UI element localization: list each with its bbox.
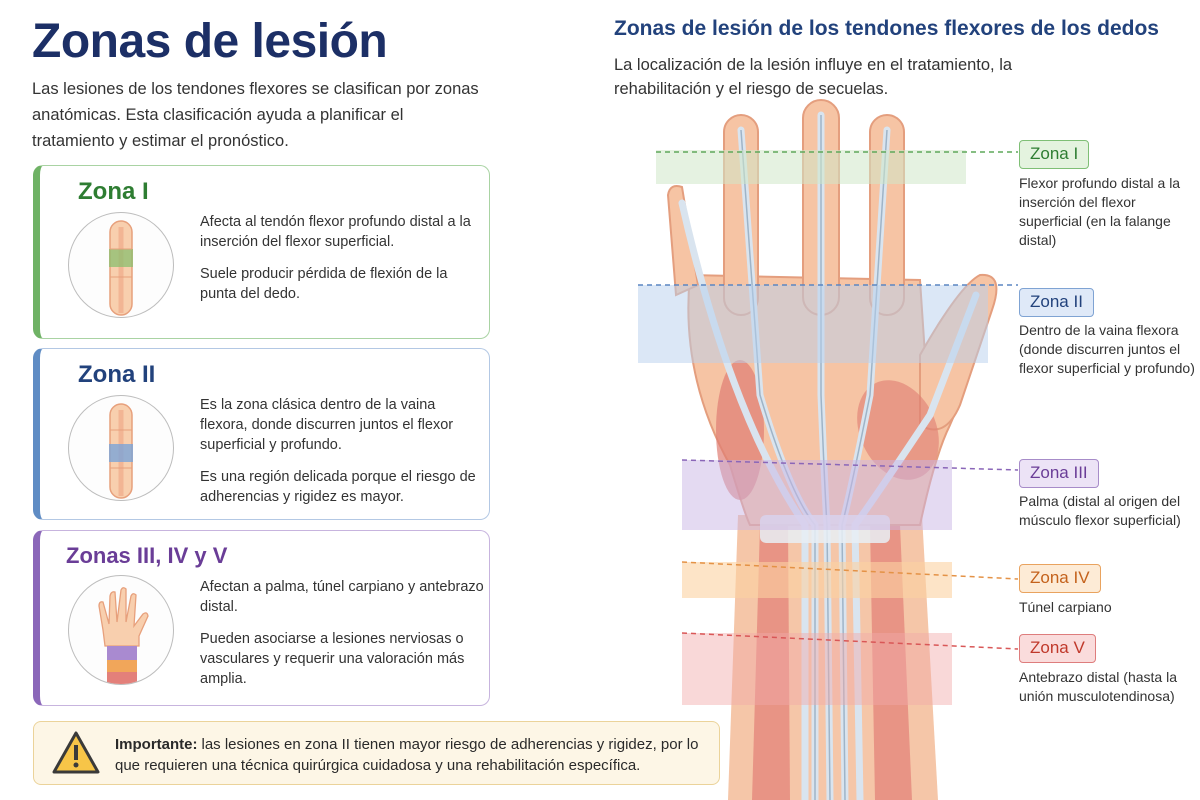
zone-desc-1: Flexor profundo distal a la inserción de… <box>1019 175 1181 248</box>
zone-card-title: Zona II <box>78 361 156 388</box>
zone-desc-4: Túnel carpiano <box>1019 599 1112 615</box>
zone-badge-2: Zona II <box>1019 288 1094 317</box>
hand-anatomy-illustration <box>638 99 1019 800</box>
zone-card-text: Es la zona clásica dentro de la vaina fl… <box>200 397 454 453</box>
warning-icon <box>52 731 100 774</box>
hand-zones-illustration <box>68 575 174 685</box>
zone-card-2: Zona II Es la zona clásica dentro de la … <box>33 348 490 520</box>
diagram-subtitle: La localización de la lesión influye en … <box>614 56 1013 98</box>
finger-zone1-illustration <box>68 212 174 318</box>
finger-zone2-illustration <box>68 395 174 501</box>
zone-desc-3: Palma (distal al origen del músculo flex… <box>1019 493 1181 528</box>
zone-card-text: Suele producir pérdida de flexión de la … <box>200 266 448 302</box>
zone-card-text: Pueden asociarse a lesiones nerviosas o … <box>200 631 465 687</box>
zone-badge-3: Zona III <box>1019 459 1099 488</box>
zone-desc-2: Dentro de la vaina flexora (donde discur… <box>1019 322 1195 376</box>
zone-card-text: Afectan a palma, túnel carpiano y antebr… <box>200 579 484 615</box>
zone-card-1: Zona I Afecta al tendón flexor profundo … <box>33 165 490 339</box>
zone-badge-5: Zona V <box>1019 634 1096 663</box>
zone-card-3: Zonas III, IV y V Afectan a palma, túnel… <box>33 530 490 706</box>
diagram-title: Zonas de lesión de los tendones flexores… <box>614 17 1159 40</box>
zone-badge-4: Zona IV <box>1019 564 1101 593</box>
zone-desc-5: Antebrazo distal (hasta la unión musculo… <box>1019 669 1177 704</box>
page-title: Zonas de lesión <box>32 15 388 68</box>
important-label: Importante: <box>115 736 198 753</box>
zone-card-title: Zona I <box>78 178 149 205</box>
intro-text: Las lesiones de los tendones flexores se… <box>32 80 479 150</box>
zone-card-text: Afecta al tendón flexor profundo distal … <box>200 214 471 250</box>
important-text: las lesiones en zona II tienen mayor rie… <box>115 736 699 774</box>
zone-badge-1: Zona I <box>1019 140 1090 169</box>
important-note: Importante:las lesiones en zona II tiene… <box>33 721 720 785</box>
zone-card-title: Zonas III, IV y V <box>66 543 228 568</box>
zone-card-text: Es una región delicada porque el riesgo … <box>200 469 476 505</box>
